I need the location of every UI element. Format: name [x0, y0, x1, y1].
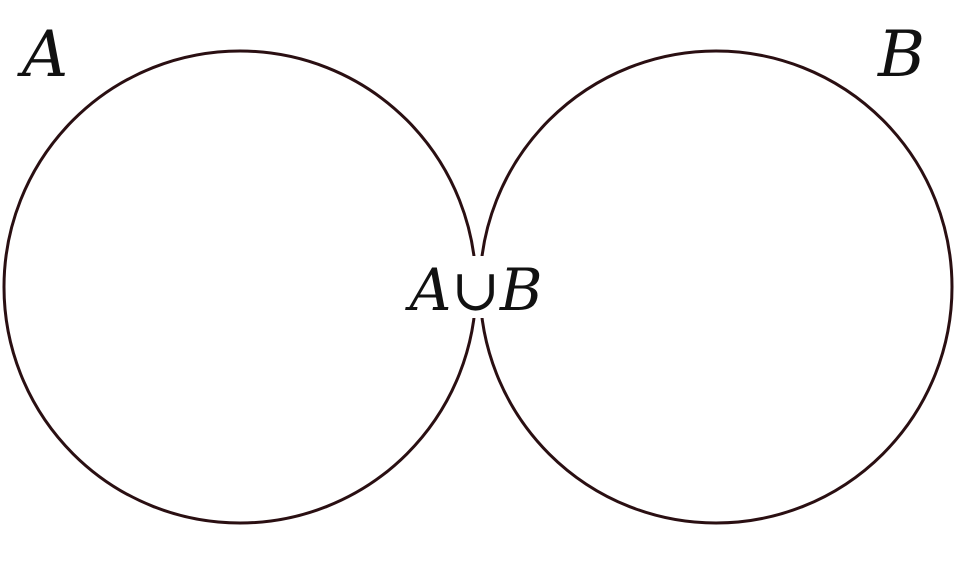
- region-label-background: [396, 256, 556, 318]
- set-a-label: A: [17, 18, 68, 92]
- set-b-label: B: [877, 18, 925, 92]
- region-label: A∪B: [404, 256, 542, 324]
